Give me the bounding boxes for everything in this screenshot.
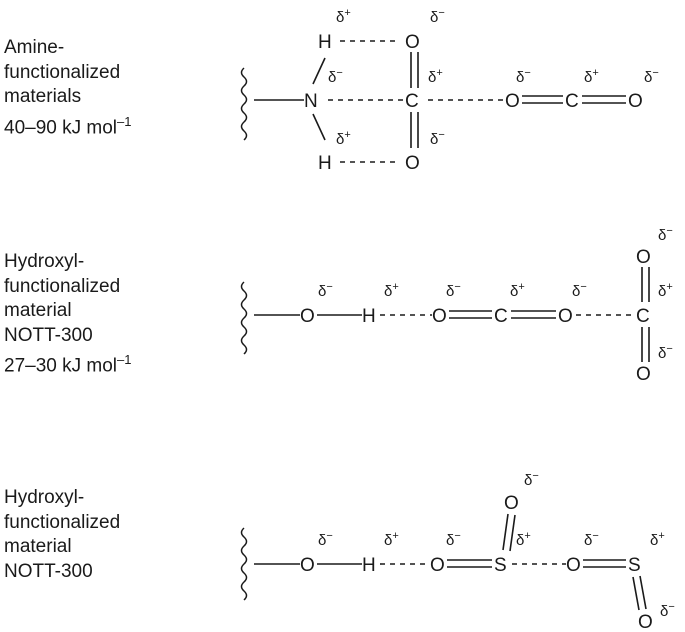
hydroxyl-co2-label-line2: functionalized bbox=[4, 275, 121, 297]
charge-o-top-minus: δ− bbox=[430, 7, 445, 26]
hydroxyl-so2-label: Hydroxyl- functionalized material NOTT-3… bbox=[4, 486, 120, 584]
bond-s-o-bottom-b bbox=[639, 575, 647, 610]
atom-c-co2: C bbox=[494, 306, 508, 327]
charge-so2-o-bottom-minus: δ− bbox=[660, 601, 675, 620]
hydroxyl-co2-label-line3: material bbox=[4, 300, 72, 321]
atom-o-top: O bbox=[405, 32, 420, 53]
atom-c-co2: C bbox=[565, 91, 579, 112]
atom-c: C bbox=[405, 91, 419, 112]
atom-s-second: S bbox=[628, 555, 641, 576]
charge-o-second-top-minus: δ− bbox=[658, 225, 673, 244]
bond-s-o-bottom-a bbox=[632, 576, 640, 611]
atom-o-co2-left: O bbox=[505, 91, 520, 112]
atom-o-hydroxyl: O bbox=[300, 306, 315, 327]
charge-co2-o-left-minus: δ− bbox=[446, 281, 461, 300]
atom-h-bottom: H bbox=[318, 153, 332, 174]
charge-o-hydroxyl-minus: δ− bbox=[318, 281, 333, 300]
hydroxyl-so2-label-line3: material bbox=[4, 536, 72, 557]
charge-s-second-plus: δ+ bbox=[650, 530, 665, 549]
amine-label-line1: Amine- bbox=[4, 37, 65, 58]
amine-label-line3: materials bbox=[4, 86, 82, 107]
hydroxyl-so2-label-line4: NOTT-300 bbox=[4, 560, 93, 582]
atom-h: H bbox=[362, 555, 376, 576]
atom-o-so2-left: O bbox=[430, 555, 445, 576]
bond-n-h-bottom bbox=[312, 113, 326, 141]
charge-so2-second-o-minus: δ− bbox=[584, 530, 599, 549]
charge-s-plus: δ+ bbox=[516, 530, 531, 549]
amine-label: Amine- functionalized materials 40–90 kJ… bbox=[4, 36, 131, 140]
hydroxyl-co2-structure: O H δ− δ+ O C O δ− δ+ δ− C O O δ− δ+ δ− bbox=[240, 225, 673, 385]
hydroxyl-co2-label-line1: Hydroxyl- bbox=[4, 251, 85, 272]
amine-label-line2: functionalized bbox=[4, 61, 121, 83]
charge-h-bottom-plus: δ+ bbox=[336, 129, 351, 148]
charge-h-plus: δ+ bbox=[384, 530, 399, 549]
surface-wavy-line bbox=[240, 281, 248, 355]
hydroxyl-co2-label-line4: NOTT-300 bbox=[4, 324, 93, 346]
bond-n-h-top bbox=[312, 57, 326, 85]
charge-so2-o-left-minus: δ− bbox=[446, 530, 461, 549]
charge-o-hydroxyl-minus: δ− bbox=[318, 530, 333, 549]
atom-o-so2-bottom: O bbox=[638, 612, 653, 632]
hydroxyl-co2-label-line5: 27–30 kJ mol–1 bbox=[4, 352, 132, 377]
charge-h-plus: δ+ bbox=[384, 281, 399, 300]
atom-o-so2-top: O bbox=[504, 493, 519, 514]
hydroxyl-so2-structure: O H δ− δ+ O δ− S O δ− δ+ O δ− S δ+ O δ− bbox=[240, 470, 675, 632]
atom-o-co2-right: O bbox=[558, 306, 573, 327]
atom-o-second-top: O bbox=[636, 247, 651, 268]
charge-co2-c-plus: δ+ bbox=[584, 67, 599, 86]
charge-co2-o-left-minus: δ− bbox=[516, 67, 531, 86]
atom-n: N bbox=[304, 91, 318, 112]
hydroxyl-co2-label: Hydroxyl- functionalized material NOTT-3… bbox=[4, 250, 131, 379]
atom-o-hydroxyl: O bbox=[300, 555, 315, 576]
charge-o-bottom-minus: δ− bbox=[430, 129, 445, 148]
charge-so2-o-top-minus: δ− bbox=[524, 470, 539, 489]
atom-o-co2-right: O bbox=[628, 91, 643, 112]
charge-o-second-bottom-minus: δ− bbox=[658, 343, 673, 362]
charge-co2-o-right-minus: δ− bbox=[572, 281, 587, 300]
atom-o-so2-second-left: O bbox=[566, 555, 581, 576]
charge-n-minus: δ− bbox=[328, 67, 343, 86]
charge-c-second-plus: δ+ bbox=[658, 281, 673, 300]
atom-o-bottom: O bbox=[405, 153, 420, 174]
surface-wavy-line bbox=[240, 527, 248, 601]
charge-c-plus: δ+ bbox=[428, 67, 443, 86]
charge-co2-c-plus: δ+ bbox=[510, 281, 525, 300]
atom-h: H bbox=[362, 306, 376, 327]
charge-co2-o-right-minus: δ− bbox=[644, 67, 659, 86]
hydroxyl-so2-label-line2: functionalized bbox=[4, 511, 121, 533]
amine-co2-structure: N H H δ+ δ+ δ− O O C δ− δ+ δ− O C O δ− δ… bbox=[240, 7, 659, 174]
atom-o-second-bottom: O bbox=[636, 364, 651, 385]
charge-h-top-plus: δ+ bbox=[336, 7, 351, 26]
atom-c-co2-second: C bbox=[636, 306, 650, 327]
bond-s-o-top-b bbox=[509, 514, 516, 552]
atom-s: S bbox=[494, 555, 507, 576]
atom-h-top: H bbox=[318, 32, 332, 53]
surface-wavy-line bbox=[240, 67, 248, 141]
atom-o-co2-left: O bbox=[432, 306, 447, 327]
hydroxyl-so2-label-line1: Hydroxyl- bbox=[4, 487, 85, 508]
bond-s-o-top-a bbox=[502, 513, 509, 551]
amine-label-line4: 40–90 kJ mol–1 bbox=[4, 113, 132, 138]
